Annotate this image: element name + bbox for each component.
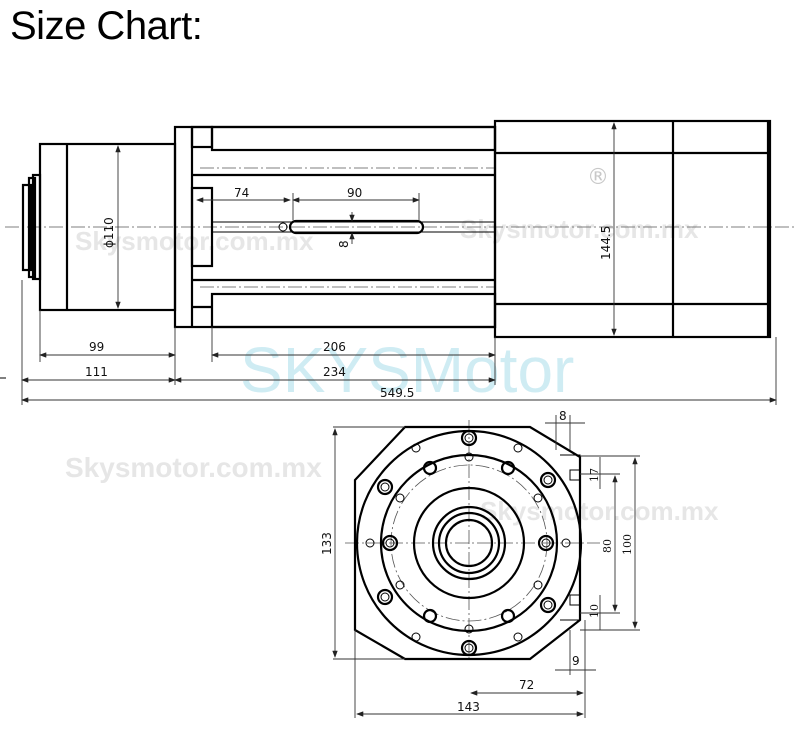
inner-bolt-holes (365, 443, 571, 642)
slot-17-label: 17 (588, 468, 601, 482)
slot-100-label: 100 (621, 534, 634, 555)
side-view: ϕ110 74 90 8 144.5 (0, 119, 795, 405)
slot-10-label: 10 (588, 604, 601, 618)
diameter-label: ϕ110 (102, 217, 116, 248)
center-to-edge-label: 72 (519, 678, 534, 692)
watermark-layer: Skysmotor.com.mx Skysmotor.com.mx Skysmo… (65, 165, 719, 526)
slot-9-label: 9 (572, 654, 580, 668)
slot-width-label: 8 (337, 240, 351, 248)
slot-80-label: 80 (601, 539, 614, 553)
registered-mark: ® (587, 165, 609, 190)
end-width-label: 143 (457, 700, 480, 714)
watermark-site-3: Skysmotor.com.mx (65, 452, 322, 483)
length-206-label: 206 (323, 340, 346, 354)
end-view: 133 143 72 9 8 100 80 17 10 (320, 409, 640, 718)
length-99-label: 99 (89, 340, 104, 354)
end-height-label: 133 (320, 532, 334, 555)
slot-top-8-label: 8 (559, 409, 567, 423)
length-111-label: 111 (85, 365, 108, 379)
slot-length-label: 90 (347, 186, 362, 200)
slot-offset-label: 74 (234, 186, 249, 200)
height-label: 144.5 (599, 226, 613, 260)
watermark-brand: SKYSMotor (240, 334, 574, 406)
watermark-site-2: Skysmotor.com.mx (460, 214, 699, 244)
outer-bolt-holes (376, 429, 557, 657)
page-title: Size Chart: (10, 4, 203, 48)
watermark-site-4: Skysmotor.com.mx (480, 496, 719, 526)
watermark-site-1: Skysmotor.com.mx (75, 226, 314, 256)
length-234-label: 234 (323, 365, 346, 379)
overall-length-label: 549.5 (380, 386, 414, 400)
